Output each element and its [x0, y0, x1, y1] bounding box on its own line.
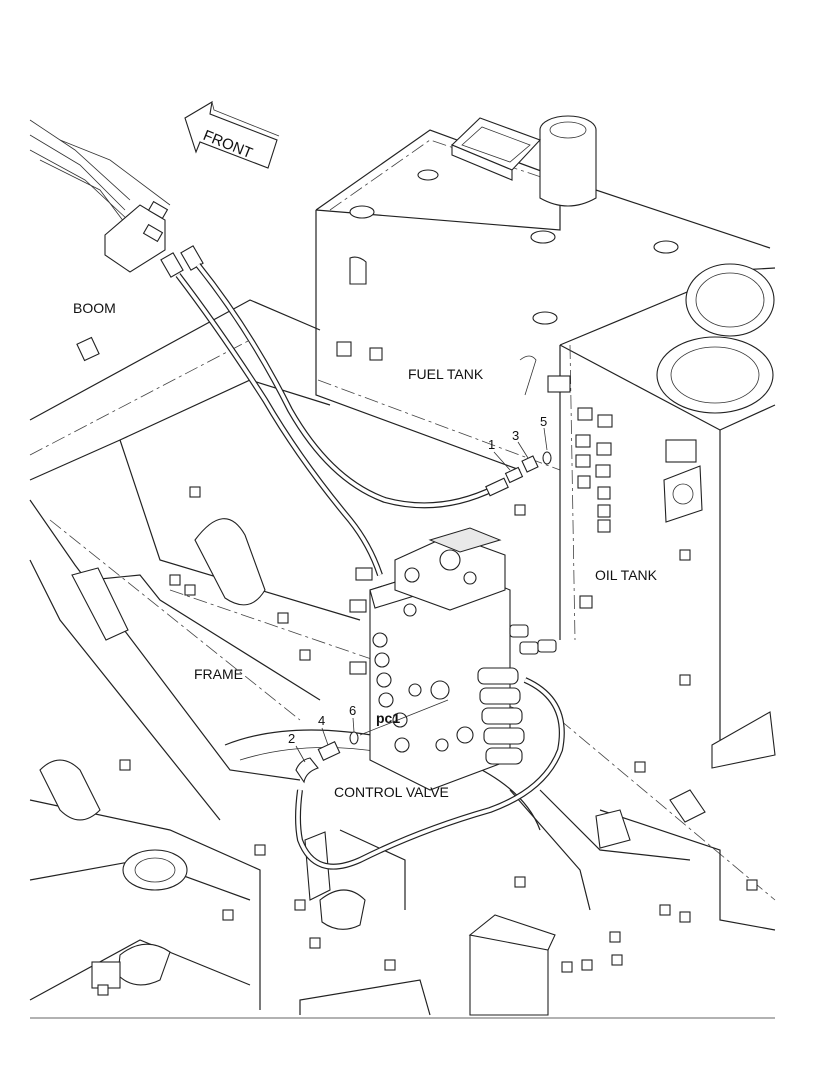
frame-label: FRAME: [194, 666, 243, 682]
pilot-hoses: [175, 263, 565, 870]
callout-2: 2: [288, 731, 296, 746]
callout-3: 3: [512, 428, 520, 443]
callout-6: 6: [349, 703, 357, 718]
leader-lines: [295, 427, 548, 763]
lower-fittings: [295, 731, 359, 784]
oil-tank-label: OIL TANK: [595, 567, 657, 583]
control-valve-label: CONTROL VALVE: [334, 784, 449, 800]
oil-tank: [547, 263, 776, 740]
fuel-tank: [315, 115, 771, 471]
frame: [29, 299, 776, 1016]
callout-4: 4: [318, 713, 326, 728]
callout-5: 5: [540, 414, 548, 429]
upper-fittings: [485, 451, 552, 497]
fuel-tank-label: FUEL TANK: [408, 366, 484, 382]
front-arrow: [184, 100, 280, 169]
control-valve: [349, 527, 557, 791]
port-pc1-label: pc1: [376, 710, 401, 726]
bolt-bosses: [97, 486, 758, 996]
callout-1: 1: [488, 437, 496, 452]
boom-label: BOOM: [73, 300, 116, 316]
boom-manifold: [29, 119, 204, 362]
